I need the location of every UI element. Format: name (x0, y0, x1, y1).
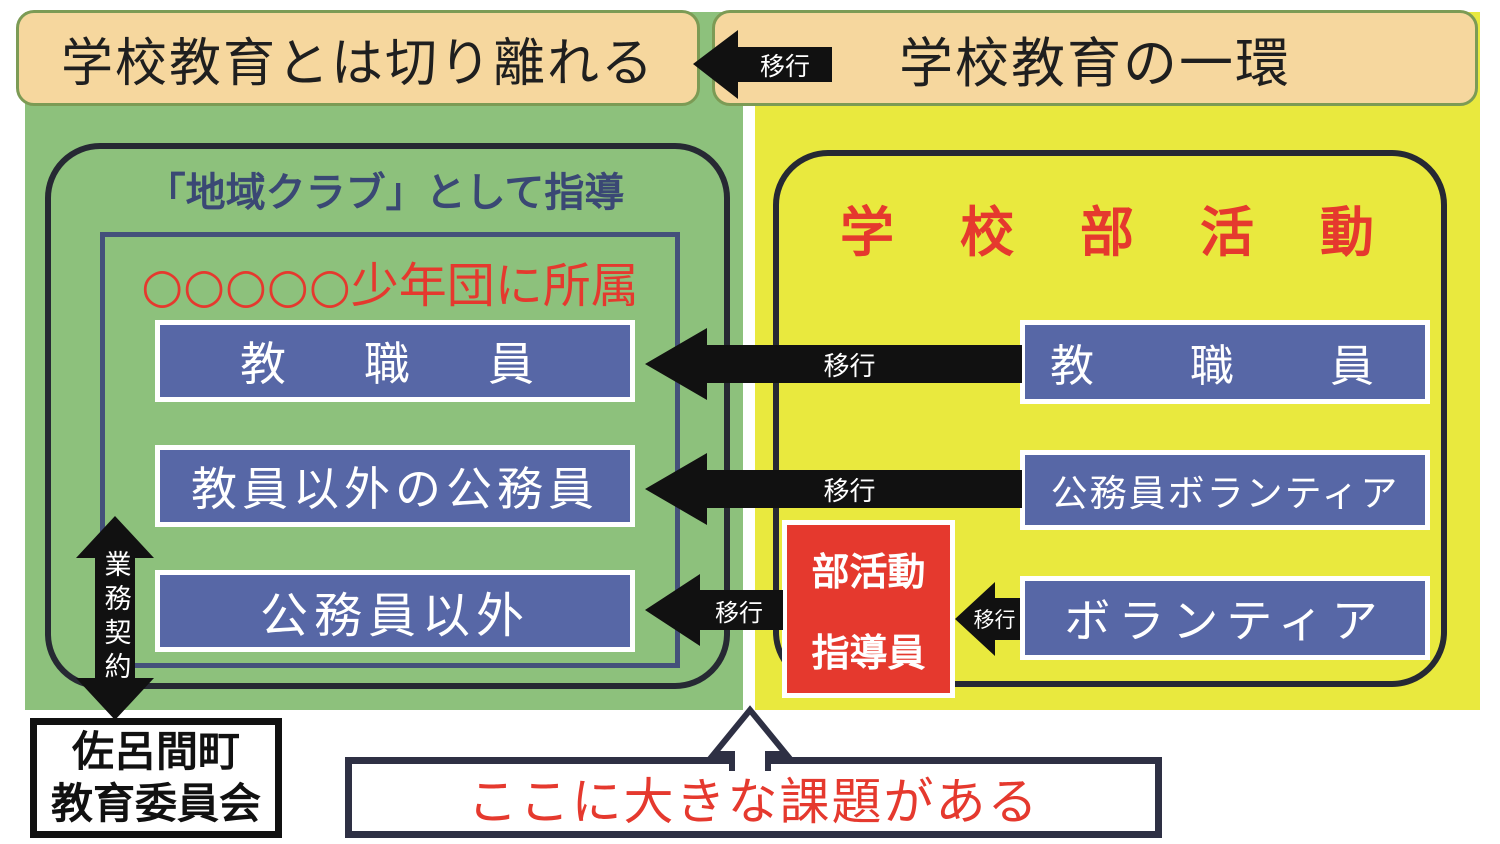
school-club-title: 学 校 部 活 動 (840, 201, 1380, 264)
transition-label: 移行 (823, 476, 876, 507)
issue-text: ここに大きな課題がある (467, 772, 1040, 831)
transition-label: 移行 (823, 351, 876, 382)
left-box-teachers: 教 職 員 (155, 320, 635, 402)
community-club-title: 「地域クラブ」として指導 (145, 170, 625, 216)
header-separated-from-school-education: 学校教育とは切り離れる (16, 10, 700, 106)
board-line1: 佐呂間町 (71, 727, 240, 776)
header-part-of-school-education: 学校教育の一環 (712, 10, 1478, 106)
community-club-outline (45, 143, 730, 689)
up-arrow-issue-pointer (705, 705, 795, 775)
transition-label: 移行 (715, 598, 763, 627)
youth-group-subtitle: ○○○○○少年団に所属 (141, 258, 639, 314)
business-contract-label: 業務契約 (99, 550, 131, 686)
up-arrow-icon (707, 705, 793, 771)
left-box-non-civil-servants: 公務員以外 (155, 570, 635, 652)
instructor-line2: 指導員 (811, 631, 926, 675)
right-box-teachers: 教 職 員 (1020, 320, 1430, 404)
transition-label: 移行 (973, 608, 1016, 632)
club-activity-instructor-box: 部活動 指導員 (782, 520, 955, 698)
saroma-board-of-education-box: 佐呂間町 教育委員会 (30, 718, 282, 838)
transition-label: 移行 (759, 51, 810, 81)
school-club-outline (773, 150, 1447, 687)
instructor-line1: 部活動 (811, 550, 926, 594)
board-line2: 教育委員会 (50, 779, 261, 828)
right-box-volunteers: ボランティア (1020, 576, 1430, 660)
right-box-civil-servant-volunteers: 公務員ボランティア (1020, 450, 1430, 530)
left-box-non-teacher-civil-servants: 教員以外の公務員 (155, 445, 635, 527)
youth-group-rect (100, 232, 680, 668)
